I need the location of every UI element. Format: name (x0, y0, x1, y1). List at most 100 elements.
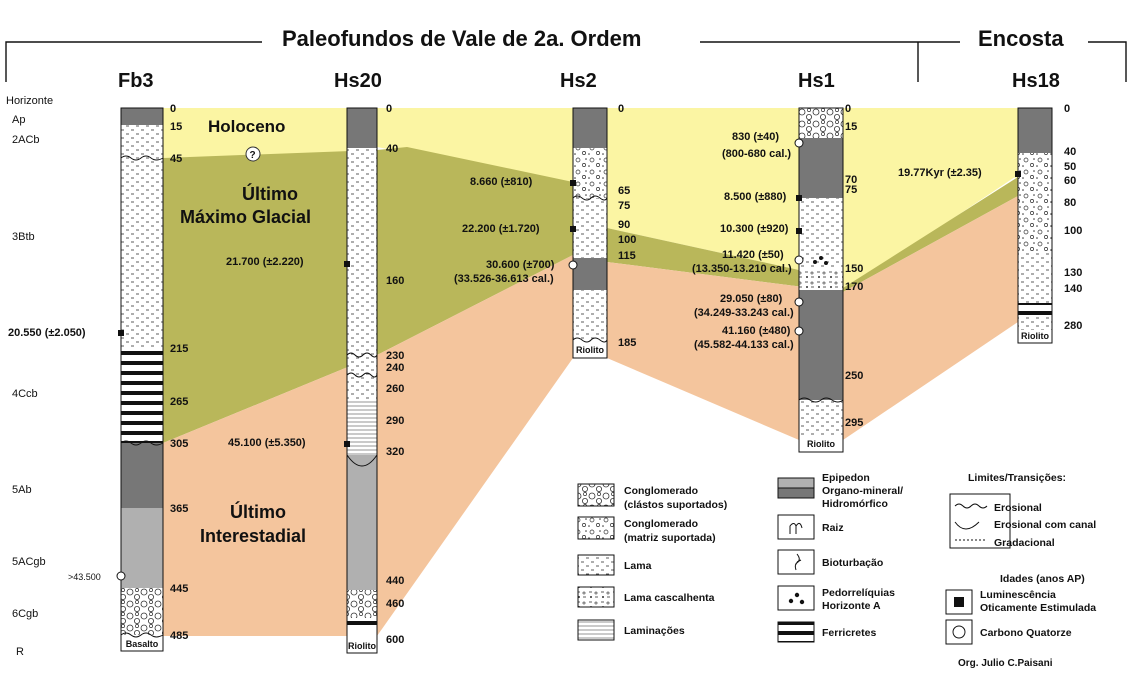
legend-label: Oticamente Estimulada (980, 602, 1096, 614)
depth-label: 295 (845, 417, 863, 429)
age-label: 10.300 (±920) (720, 223, 789, 235)
horizon-label: 6Cgb (12, 608, 38, 620)
age-label: 11.420 (±50) (722, 249, 784, 261)
column-title-fb3: Fb3 (118, 70, 154, 92)
erosional-icon (954, 503, 988, 509)
c14-icon (952, 625, 966, 639)
age-label: (33.526-36.613 cal.) (454, 273, 554, 285)
age-label: 20.550 (±2.050) (8, 327, 86, 339)
bedrock-label: Riolito (807, 439, 835, 449)
unknown-age-marker (245, 146, 261, 162)
depth-label: 75 (618, 200, 630, 212)
depth-label: 0 (618, 103, 624, 115)
column-title-hs20: Hs20 (334, 70, 382, 92)
column-fb3 (120, 107, 164, 652)
legend-col3: Limites/Transições: Erosional Erosional … (945, 472, 1096, 669)
depth-label: 260 (386, 383, 404, 395)
age-label: >43.500 (68, 572, 101, 582)
depth-label: 440 (386, 575, 404, 587)
osl-icon (954, 597, 964, 607)
depth-label: 250 (845, 370, 863, 382)
age-label: 21.700 (±2.220) (226, 256, 304, 268)
depth-label: 460 (386, 598, 404, 610)
erosional-channel-icon (954, 521, 980, 530)
legend-label: Horizonte A (822, 600, 881, 612)
column-hs2 (572, 107, 608, 359)
age-label: 8.660 (±810) (470, 176, 533, 188)
depth-label: 320 (386, 446, 404, 458)
depth-label: 50 (1064, 161, 1076, 173)
age-label: 19.77Kyr (±2.35) (898, 167, 982, 179)
horizon-label: 5Ab (12, 484, 32, 496)
depth-label: 45 (170, 153, 182, 165)
horizon-label: 5ACgb (12, 556, 46, 568)
depth-label: 485 (170, 630, 188, 642)
unknown-age-label: ? (250, 150, 256, 161)
depth-label: 185 (618, 337, 636, 349)
age-label: 45.100 (±5.350) (228, 437, 306, 449)
column-hs1 (798, 107, 844, 453)
pedorelic-icon (788, 592, 805, 605)
root-icon (789, 522, 803, 534)
depth-label: 305 (170, 438, 188, 450)
bioturbation-icon (794, 553, 802, 571)
depth-label: 60 (1064, 175, 1076, 187)
legend-label: Lama cascalhenta (624, 592, 715, 604)
depth-label: 215 (170, 343, 188, 355)
age-label: 22.200 (±1.720) (462, 223, 540, 235)
horizon-label: R (16, 646, 24, 658)
horizon-label: 3Btb (12, 231, 35, 243)
depth-label: 100 (1064, 225, 1082, 237)
zone-inter-label-2: Interestadial (200, 526, 306, 546)
legend-label: Gradacional (994, 537, 1055, 549)
horizon-label: 2ACb (12, 134, 40, 146)
depth-label: 100 (618, 234, 636, 246)
legend-label: Epipedon (822, 472, 870, 484)
header-brackets (5, 41, 1127, 82)
credit-text: Org. Julio C.Paisani (958, 658, 1053, 669)
depth-label: 130 (1064, 267, 1082, 279)
zone-inter-label-1: Último (230, 501, 286, 522)
header-group-b: Encosta (978, 26, 1064, 51)
depth-label: 160 (386, 275, 404, 287)
depth-label: 75 (845, 184, 857, 196)
depth-label: 40 (386, 143, 398, 155)
depth-label: 290 (386, 415, 404, 427)
horizon-title: Horizonte (6, 95, 53, 107)
depth-label: 170 (845, 281, 863, 293)
zone-lgm-label-2: Máximo Glacial (180, 207, 311, 227)
horizon-label: Ap (12, 114, 25, 126)
header-group-a: Paleofundos de Vale de 2a. Ordem (282, 26, 642, 51)
column-hs18 (1017, 107, 1053, 344)
zone-holocene-label: Holoceno (208, 117, 285, 136)
depth-label: 0 (386, 103, 392, 115)
age-label: (34.249-33.243 cal.) (694, 307, 794, 319)
legend-title: Idades (anos AP) (1000, 573, 1085, 585)
legend-label: Organo-mineral/ (822, 485, 903, 497)
depth-label: 0 (845, 103, 851, 115)
labels: Holoceno Último Máximo Glacial Último In… (6, 95, 1082, 658)
age-label: 30.600 (±700) (486, 259, 555, 271)
column-title-hs2: Hs2 (560, 70, 597, 92)
depth-label: 240 (386, 362, 404, 374)
legend-label: (matriz suportada) (624, 532, 716, 544)
zone-lgm-label-1: Último (242, 183, 298, 204)
legend-label: Ferricretes (822, 627, 876, 639)
column-hs20 (346, 107, 378, 654)
legend-label: Luminescência (980, 589, 1056, 601)
legend-col2: Epipedon Organo-mineral/ Hidromórfico Ra… (777, 472, 903, 643)
legend-col1: Conglomerado (clástos suportados) Conglo… (577, 483, 727, 641)
depth-label: 70 (845, 174, 857, 186)
depth-label: 90 (618, 219, 630, 231)
bedrock-label: Riolito (576, 345, 604, 355)
age-label: (45.582-44.133 cal.) (694, 339, 794, 351)
depth-label: 0 (170, 103, 176, 115)
depth-label: 365 (170, 503, 188, 515)
age-label: 8.500 (±880) (724, 191, 787, 203)
depth-label: 445 (170, 583, 188, 595)
legend-label: Erosional com canal (994, 519, 1096, 531)
bedrock-label: Riolito (348, 641, 376, 651)
depth-label: 15 (170, 121, 182, 133)
age-label: 41.160 (±480) (722, 325, 791, 337)
